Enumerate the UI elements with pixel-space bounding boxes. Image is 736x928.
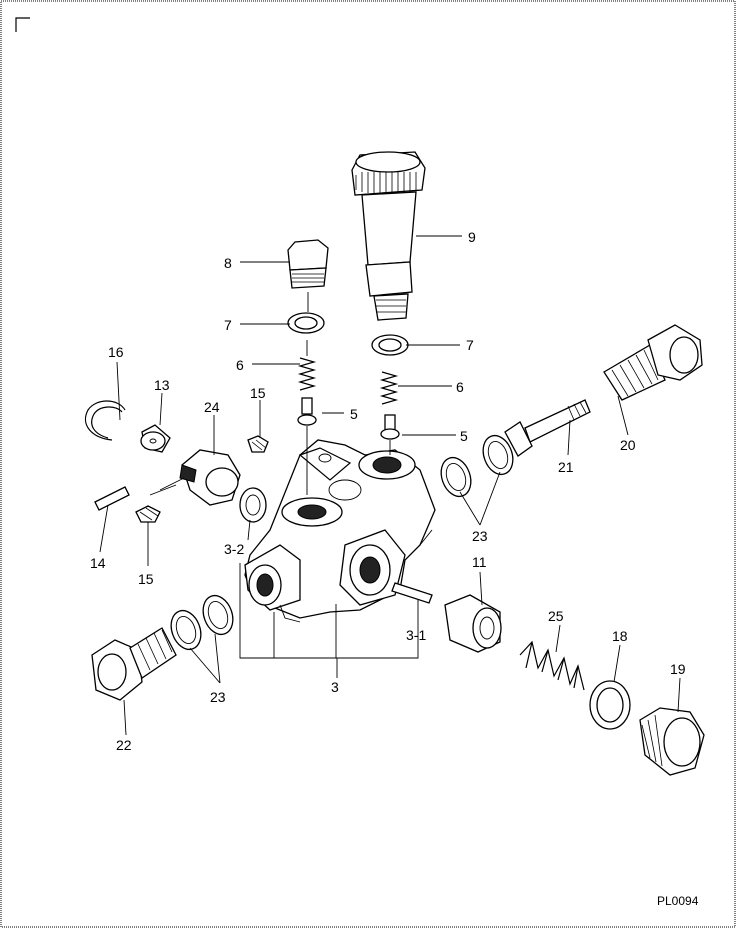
label-25: 25 <box>548 608 564 624</box>
label-5-left: 5 <box>350 406 358 422</box>
label-9: 9 <box>468 229 476 245</box>
diagram-code: PL0094 <box>657 894 699 908</box>
washer-part-7-left <box>287 312 325 334</box>
label-3-1: 3-1 <box>406 627 426 643</box>
pin-part-3-1 <box>391 582 433 604</box>
label-22: 22 <box>116 737 132 753</box>
label-24: 24 <box>204 399 220 415</box>
clip-part-16 <box>84 400 126 441</box>
washer-part-23-right-a <box>440 456 472 498</box>
corner-mark <box>15 17 30 32</box>
label-23-right: 23 <box>472 528 488 544</box>
label-23-left: 23 <box>210 689 226 705</box>
leader-lines <box>99 235 681 736</box>
banjo-bolt-part-20 <box>603 324 703 401</box>
label-20: 20 <box>620 437 636 453</box>
label-8: 8 <box>224 255 232 271</box>
washer-part-23-left-b <box>202 594 234 636</box>
label-13: 13 <box>154 377 170 393</box>
label-6-left: 6 <box>236 357 244 373</box>
sleeve-part-11 <box>444 594 502 653</box>
label-6-right: 6 <box>456 379 464 395</box>
pin-part-14 <box>94 486 130 511</box>
seal-part-3-2 <box>239 487 267 523</box>
label-14: 14 <box>90 555 106 571</box>
label-7-left: 7 <box>224 317 232 333</box>
label-15-lower: 15 <box>138 571 154 587</box>
plug-part-19 <box>639 707 705 776</box>
valve-part-5-left <box>297 397 317 495</box>
ring-part-18 <box>589 680 631 730</box>
spring-part-6-left <box>297 340 317 391</box>
washer-part-7-right <box>371 334 409 356</box>
washer-part-23-right-b <box>482 434 514 476</box>
pump-body <box>244 439 436 623</box>
spring-part-6-right <box>379 371 399 405</box>
label-3: 3 <box>331 679 339 695</box>
plug-part-8 <box>287 239 329 312</box>
shaft-part-21 <box>504 399 591 457</box>
label-3-2: 3-2 <box>224 541 244 557</box>
label-21: 21 <box>558 459 574 475</box>
priming-pump-part-9 <box>351 151 426 321</box>
label-15-upper: 15 <box>250 385 266 401</box>
label-16: 16 <box>108 344 124 360</box>
spring-part-25 <box>519 640 585 691</box>
label-5-right: 5 <box>460 428 468 444</box>
screw-part-15-lower <box>135 505 161 523</box>
screw-part-15-upper <box>247 435 269 453</box>
bushing-part-13 <box>140 424 171 453</box>
label-7-right: 7 <box>466 337 474 353</box>
banjo-bolt-part-22 <box>91 627 177 701</box>
label-18: 18 <box>612 628 628 644</box>
valve-part-5-right <box>380 414 400 455</box>
label-11: 11 <box>472 554 487 570</box>
lever-part-24 <box>149 449 241 506</box>
washer-part-23-left-a <box>170 609 202 651</box>
label-19: 19 <box>670 661 686 677</box>
